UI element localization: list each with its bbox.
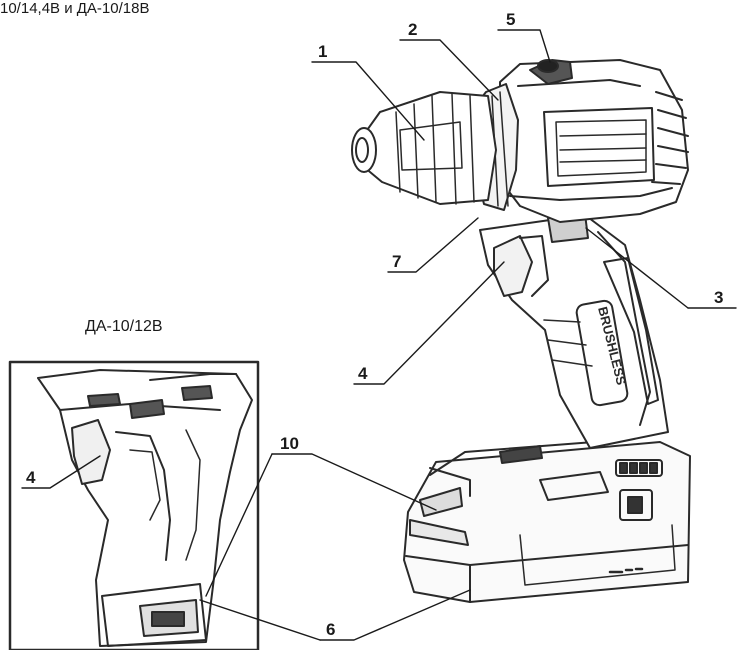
inset-title: ДА-10/12В xyxy=(85,318,163,335)
callout-1: 1 xyxy=(318,42,328,61)
callout-2: 2 xyxy=(408,20,418,39)
callout-3: 3 xyxy=(714,288,724,307)
charge-indicator xyxy=(615,459,663,477)
brushless-badge xyxy=(575,299,629,407)
callout-6: 6 xyxy=(326,620,336,639)
header-caption: 10/14,4В и ДА-10/18В xyxy=(0,0,150,17)
battery-pack xyxy=(403,439,691,603)
callout-leaders xyxy=(21,29,737,641)
callout-4-main: 4 xyxy=(358,364,368,383)
inset-frame xyxy=(8,360,260,650)
chuck xyxy=(351,91,497,205)
drill-handle: BRUSHLESS xyxy=(479,213,669,449)
callout-10: 10 xyxy=(280,434,299,453)
motor-housing xyxy=(469,59,689,223)
callout-7: 7 xyxy=(392,252,402,271)
battery-button xyxy=(619,489,653,521)
inset-drill xyxy=(37,369,253,647)
callout-4-inset: 4 xyxy=(26,468,36,487)
callout-5: 5 xyxy=(506,10,516,29)
